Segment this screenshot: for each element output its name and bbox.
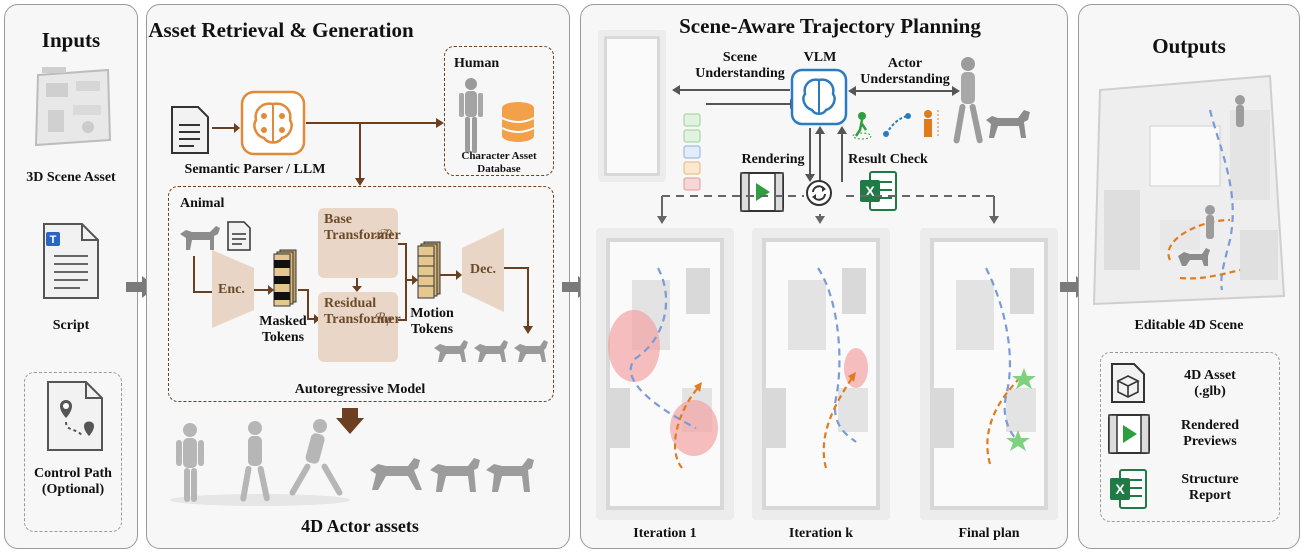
human-database-box (444, 46, 554, 176)
base-transformer-symbol: 𝒯θ (374, 228, 392, 243)
arrow-dec-to-output (504, 267, 533, 334)
film-render-icon (740, 172, 784, 212)
parser-document-icon (171, 106, 209, 154)
database-label: Character Asset Database (461, 150, 537, 175)
masked-tokens-label: Masked Tokens (259, 314, 307, 345)
database-icon (501, 102, 535, 142)
enc-label: Enc. (218, 282, 245, 297)
actor-understanding-label: Actor Understanding (860, 56, 950, 87)
residual-transformer-label: Residual Transformer (324, 296, 401, 327)
residual-transformer-box: Residual Transformer ℛφ (318, 292, 401, 362)
scene-asset-label: 3D Scene Asset (26, 170, 116, 185)
svg-text:X: X (1115, 481, 1125, 497)
dog-icon (180, 226, 220, 250)
arrow-doc-to-llm (212, 123, 240, 133)
arrow-motion-to-dec (440, 270, 462, 280)
motion-tokens-icon (417, 241, 441, 299)
human-figure-icon (459, 78, 483, 153)
script-document-icon: T (43, 223, 99, 299)
green-star-2 (1006, 430, 1030, 451)
output-item-previews-label: Rendered Previews (1180, 418, 1240, 449)
retrieval-title: Asset Retrieval & Generation (148, 18, 414, 42)
scene-asset-thumbnail (34, 67, 112, 147)
iteration-1-overlay (608, 267, 718, 469)
control-path-label: Control Path (Optional) (34, 466, 112, 497)
dog-figure (986, 110, 1030, 138)
rendering-label: Rendering (741, 152, 805, 167)
result-check-label: Result Check (848, 152, 928, 167)
actor-assets-label: 4D Actor assets (301, 516, 419, 536)
cube-icon (1111, 363, 1145, 403)
decoder-trapezoid (462, 228, 504, 312)
vlm-label: VLM (803, 50, 837, 65)
autoregressive-box (168, 186, 554, 402)
actor-understanding-icons (852, 110, 939, 140)
planning-title: Scene-Aware Trajectory Planning (679, 14, 981, 38)
arrow-transformers-to-motion (398, 243, 418, 321)
human-label: Human (454, 56, 500, 71)
arrow-down-actors (336, 408, 364, 434)
green-star-1 (1012, 368, 1036, 389)
excel-icon: X (1110, 469, 1147, 509)
film-icon (1108, 414, 1150, 454)
arrow-enc-to-tokens (254, 285, 274, 295)
scene-feature-icons (683, 113, 701, 191)
output-item-glb-label: 4D Asset (.glb) (1184, 368, 1236, 399)
llm-brain-icon (240, 90, 306, 156)
output-item-report-label: Structure Report (1181, 472, 1239, 503)
human-walking-figure (953, 57, 983, 144)
svg-text:T: T (50, 234, 57, 246)
iteration-distribution-arrows (657, 195, 999, 224)
control-path-box (24, 372, 122, 532)
arrow-tokens-to-residual (298, 289, 320, 324)
script-label: Script (52, 318, 90, 333)
motion-tokens-label: Motion Tokens (410, 306, 454, 337)
editable-4d-scene-render (1092, 74, 1286, 306)
final-plan-overlay (932, 267, 1036, 465)
inputs-title: Inputs (41, 28, 101, 52)
vlm-brain-icon (790, 68, 848, 126)
scene-floorplan-thumbnail (598, 30, 666, 182)
arrow-base-to-residual (352, 278, 362, 292)
final-plan-label: Final plan (958, 526, 1020, 541)
dec-label: Dec. (470, 262, 497, 277)
arrow-actor-understanding (848, 86, 960, 96)
actor-assets-illustration (170, 419, 534, 506)
arrow-llm-to-database (306, 118, 444, 186)
outputs-list-box (1100, 352, 1280, 522)
editable-scene-label: Editable 4D Scene (1134, 318, 1244, 333)
control-path-icon (47, 381, 103, 451)
iteration-k-overlay (764, 267, 868, 469)
animal-label: Animal (180, 196, 225, 211)
iteration-1-label: Iteration 1 (633, 526, 697, 541)
base-transformer-box: Base Transformer 𝒯θ (318, 208, 401, 278)
arrow-scene-understanding (672, 85, 796, 109)
iteration-k-label: Iteration k (788, 526, 854, 541)
dog-motion-sequence (434, 340, 548, 362)
autoregressive-label: Autoregressive Model (294, 382, 426, 397)
base-transformer-label: Base Transformer (324, 212, 401, 243)
encoder-trapezoid (212, 250, 254, 328)
parser-label: Semantic Parser / LLM (184, 162, 326, 177)
svg-text:X: X (865, 183, 875, 199)
masked-tokens-icon (273, 249, 297, 307)
scene-understanding-label: Scene Understanding (695, 50, 785, 81)
refresh-cycle-icon (806, 180, 832, 206)
residual-transformer-symbol: ℛφ (373, 312, 392, 327)
vlm-feedback-arrows (805, 126, 847, 182)
animal-doc-icon (227, 221, 251, 251)
outputs-title: Outputs (1152, 34, 1226, 58)
